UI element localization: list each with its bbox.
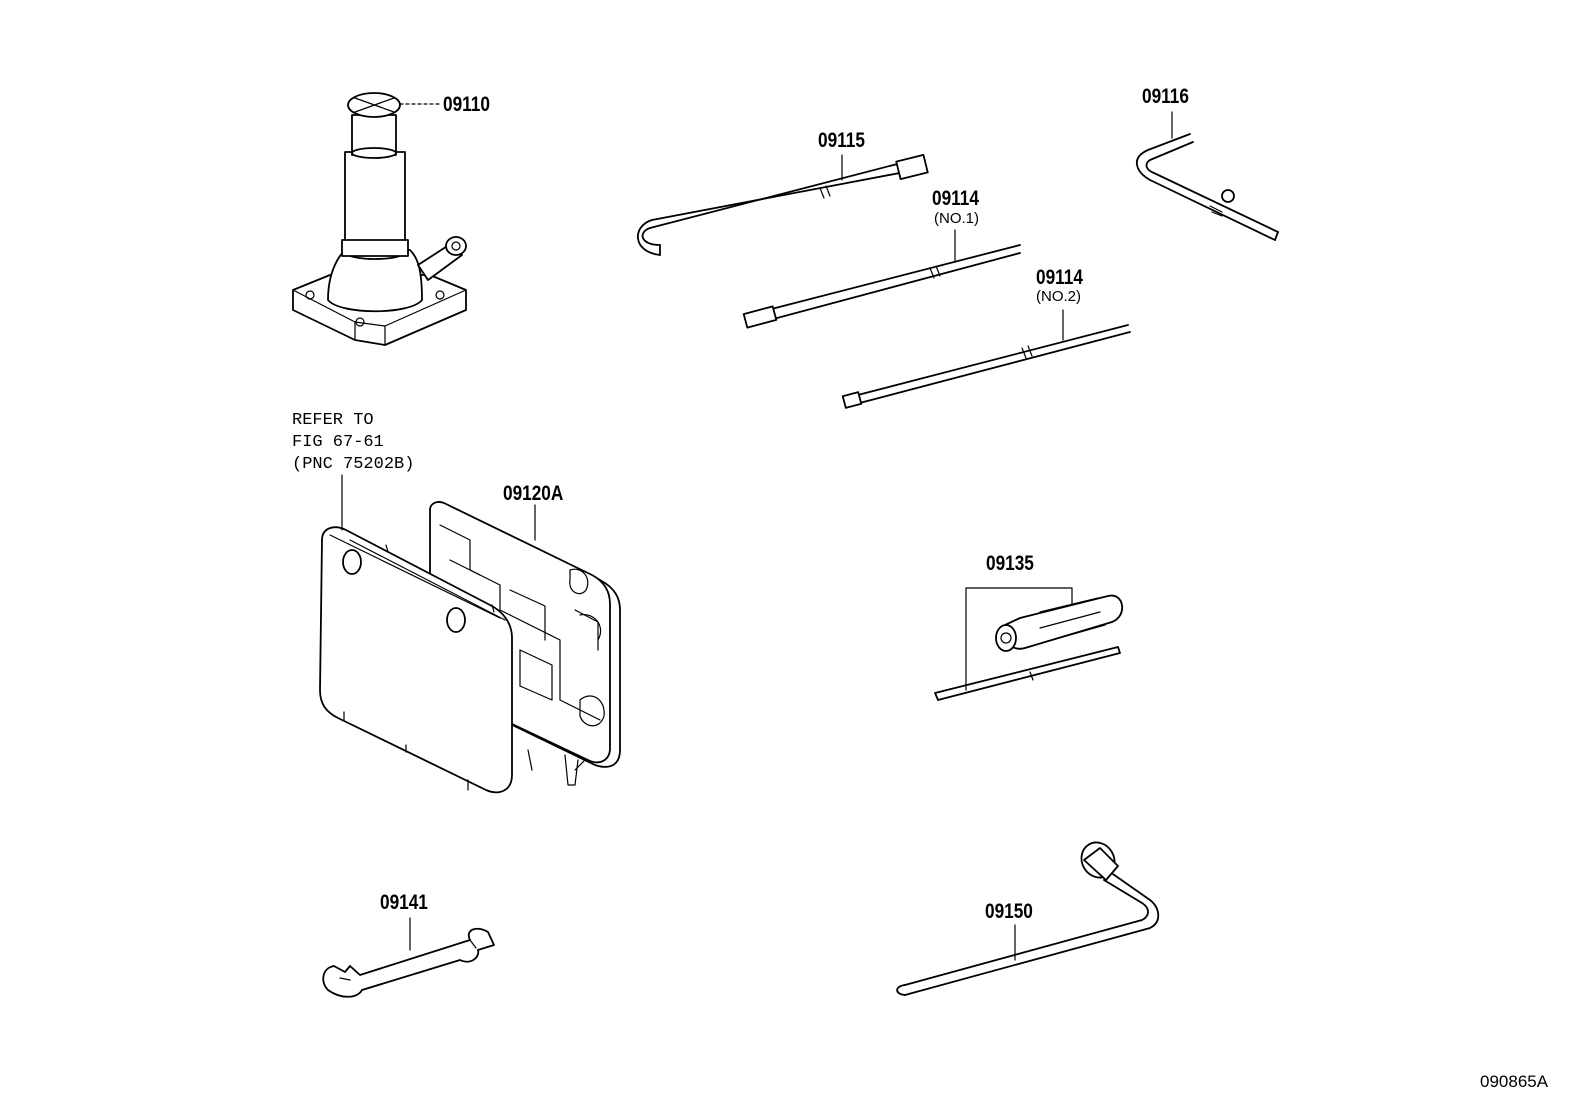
- hub-nut-wrench-drawing: [896, 841, 1160, 996]
- extension-no1-drawing: [742, 229, 1021, 329]
- extension-no2-drawing: [841, 309, 1131, 409]
- tool-tray-part-number: 09120A: [503, 482, 564, 505]
- refer-note-line1: REFER TO: [292, 411, 374, 430]
- refer-note: REFER TO FIG 67-61 (PNC 75202B): [292, 410, 414, 476]
- wrench-drawing: [322, 917, 495, 998]
- jack-handle-drawing: [636, 153, 929, 256]
- screwdriver-drawing: [934, 587, 1123, 701]
- figure-id: 090865A: [1480, 1072, 1549, 1091]
- jack-drawing: [292, 92, 467, 346]
- extension-no1-part-number: 09114: [932, 187, 979, 210]
- handle-bar-part-number: 09116: [1142, 85, 1189, 108]
- extension-no2-part-number: 09114: [1036, 266, 1083, 289]
- refer-note-line2: FIG 67-61: [292, 433, 384, 452]
- hub-nut-wrench-part-number: 09150: [985, 900, 1033, 923]
- extension-no1-note: (NO.1): [934, 210, 979, 227]
- extension-no2-note: (NO.2): [1036, 288, 1081, 305]
- wrench-part-number: 09141: [380, 891, 428, 914]
- jack-handle-part-number: 09115: [818, 129, 865, 152]
- handle-bar-drawing: [1136, 111, 1279, 241]
- jack-part-number: 09110: [443, 93, 490, 116]
- refer-note-line3: (PNC 75202B): [292, 455, 415, 474]
- cover-plate-drawing: [319, 474, 513, 794]
- screwdriver-part-number: 09135: [986, 552, 1034, 575]
